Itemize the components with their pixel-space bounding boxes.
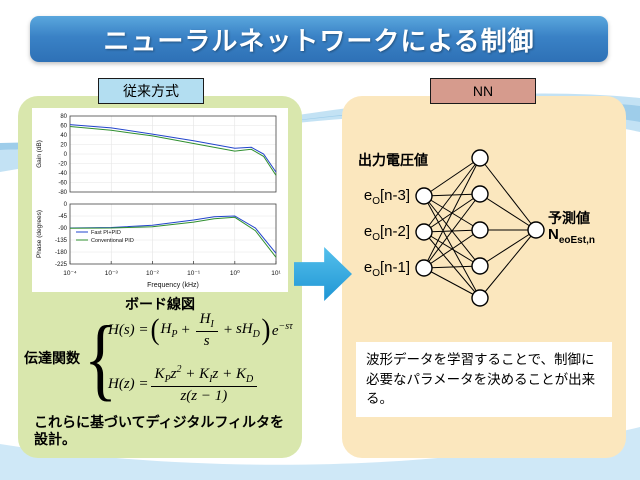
svg-text:Phase (degrees): Phase (degrees) xyxy=(36,210,43,258)
slide-title-banner: ニューラルネットワークによる制御 xyxy=(30,16,608,62)
eq-hz-frac-num: KPz2 + KIz + KD xyxy=(150,364,258,387)
svg-text:-60: -60 xyxy=(58,181,67,187)
svg-text:10¹: 10¹ xyxy=(271,270,281,277)
eq-hs-frac-num: HI xyxy=(195,311,218,332)
bode-plot-svg: 80 60 40 20 0 -20 -40 -60 -80 Gain (dB) 0 -45 -90 -13… xyxy=(36,114,282,289)
tag-conventional-label: 従来方式 xyxy=(123,83,179,99)
svg-text:-40: -40 xyxy=(58,171,67,177)
svg-text:-225: -225 xyxy=(55,262,68,268)
nn-input-label-2: eO[n-1] xyxy=(363,259,410,279)
transfer-function-z-domain: H(z) = KPz2 + KIz + KD z(z − 1) xyxy=(108,360,259,408)
predicted-value-label: 予測値 xyxy=(548,210,590,226)
svg-text:10⁻¹: 10⁻¹ xyxy=(187,270,201,277)
eq-hs-fraction: HI s xyxy=(195,311,218,350)
svg-text:0: 0 xyxy=(64,152,68,158)
eq-hs-lhs: H(s) = xyxy=(108,321,149,338)
svg-text:10⁻²: 10⁻² xyxy=(146,270,160,277)
svg-text:10⁻³: 10⁻³ xyxy=(105,270,119,277)
eq-hs-term-d: sHD xyxy=(235,320,260,340)
nn-note-text: 波形データを学習することで、制御に必要なパラメータを決めることが出来る。 xyxy=(356,342,612,417)
output-voltage-label: 出力電圧値 xyxy=(358,152,428,168)
bode-plot: 80 60 40 20 0 -20 -40 -60 -80 Gain (dB) 0 -45 -90 -13… xyxy=(32,108,288,292)
tag-nn: NN xyxy=(430,78,536,104)
svg-text:-90: -90 xyxy=(58,226,67,232)
eq-hs-exp: e−sτ xyxy=(271,320,293,339)
svg-text:10⁻⁴: 10⁻⁴ xyxy=(63,270,77,277)
eq-hs-plus2: + xyxy=(222,321,233,338)
svg-text:10⁰: 10⁰ xyxy=(230,269,240,277)
tag-nn-label: NN xyxy=(472,83,494,99)
eq-hz-fraction: KPz2 + KIz + KD z(z − 1) xyxy=(150,364,258,405)
svg-text:Frequency (kHz): Frequency (kHz) xyxy=(147,282,199,289)
svg-text:60: 60 xyxy=(60,124,67,130)
equation-group-brace: { xyxy=(84,307,118,409)
slide-title: ニューラルネットワークによる制御 xyxy=(103,25,535,56)
nn-input-label-0: eO[n-3] xyxy=(363,187,410,207)
svg-text:-80: -80 xyxy=(58,190,67,196)
panel-nn: 出力電圧値 eO[n-3] eO[n-2] eO[n-1] 予測値 NeoEst… xyxy=(342,96,626,458)
svg-text:Fast PI+PID: Fast PI+PID xyxy=(91,230,121,236)
svg-text:-45: -45 xyxy=(58,214,67,220)
svg-text:-135: -135 xyxy=(55,238,68,244)
svg-text:20: 20 xyxy=(60,143,67,149)
svg-text:Conventional PID: Conventional PID xyxy=(91,238,134,244)
eq-hs-term-p: HP xyxy=(160,320,178,340)
eq-hs-rparen: ) xyxy=(261,313,271,346)
bode-caption: ボード線図 xyxy=(125,296,195,312)
transfer-function-s-domain: H(s) = ( HP + HI s + sHD ) e−sτ xyxy=(108,310,293,350)
neural-network-svg xyxy=(415,149,545,307)
conventional-footer-note: これらに基づいてディジタルフィルタを設計。 xyxy=(34,414,285,447)
nn-input-label-1: eO[n-2] xyxy=(363,223,410,243)
svg-text:40: 40 xyxy=(60,133,67,139)
neural-network-diagram xyxy=(412,146,548,310)
svg-text:80: 80 xyxy=(60,114,67,120)
transfer-function-label: 伝達関数 xyxy=(24,350,80,366)
svg-text:-180: -180 xyxy=(55,250,68,256)
eq-hs-plus1: + xyxy=(180,321,191,338)
svg-text:-20: -20 xyxy=(58,162,67,168)
svg-text:Gain (dB): Gain (dB) xyxy=(36,140,43,168)
eq-hs-lparen: ( xyxy=(150,313,160,346)
predicted-value-symbol: NeoEst,n xyxy=(548,226,595,246)
eq-hz-frac-den: z(z − 1) xyxy=(180,387,228,404)
panel-conventional: 80 60 40 20 0 -20 -40 -60 -80 Gain (dB) 0 -45 -90 -13… xyxy=(18,96,302,458)
eq-hz-lhs: H(z) = xyxy=(108,375,149,392)
eq-hs-frac-den: s xyxy=(203,332,210,349)
svg-text:0: 0 xyxy=(64,202,68,208)
tag-conventional-method: 従来方式 xyxy=(98,78,204,104)
